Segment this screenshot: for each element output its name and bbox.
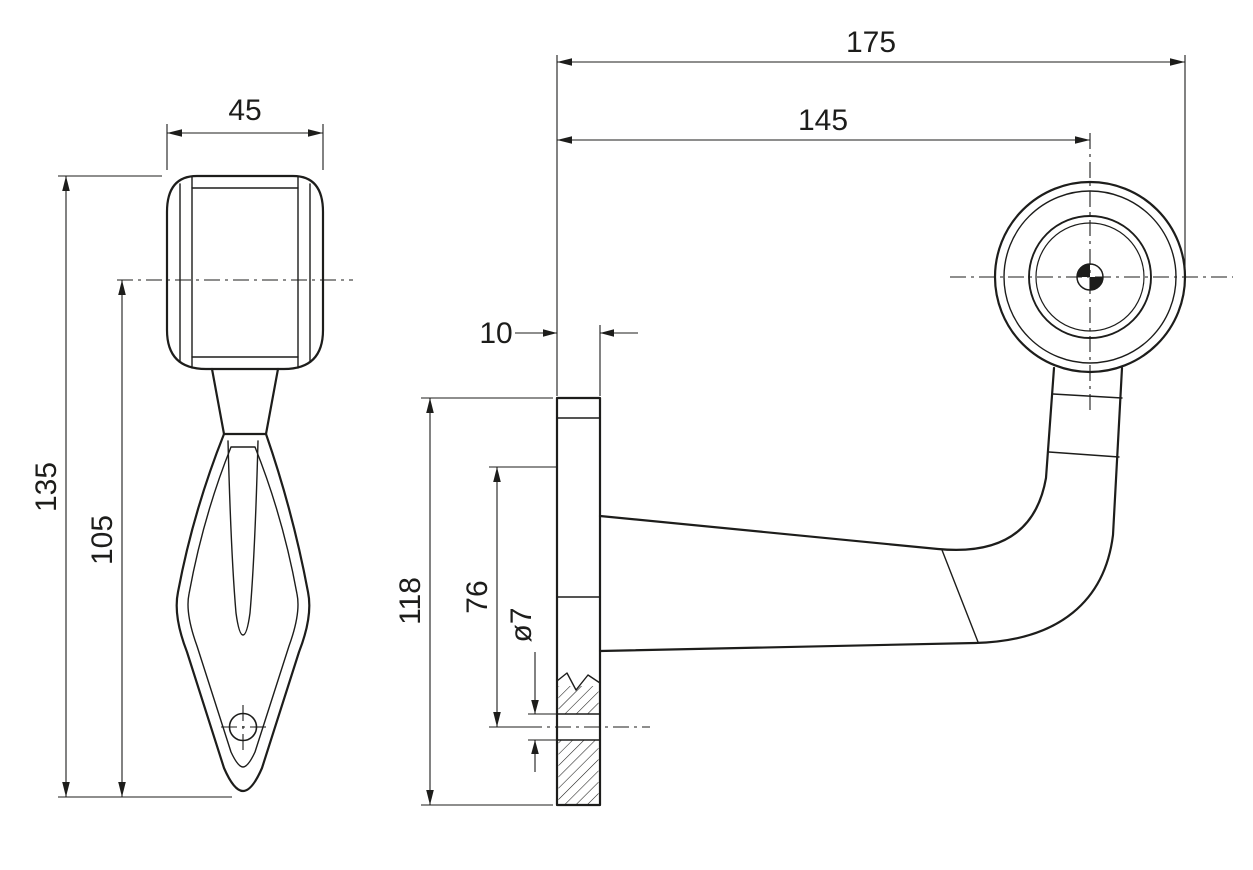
dimension-label-front-width: 45: [228, 94, 261, 127]
dimension-flange-thickness: 10: [479, 317, 638, 396]
dimension-hole-diameter: ø7: [505, 607, 557, 772]
arrowhead: [1075, 136, 1090, 144]
lamp-stalk-front: [210, 367, 280, 436]
dimension-front-width: 45: [166, 94, 324, 170]
dimension-flange-height: 118: [394, 397, 553, 806]
lamp-head-front: [165, 174, 325, 371]
mounting-flange-side: [526, 396, 650, 807]
dimension-label-front-overall-height: 135: [30, 462, 63, 512]
front-view: 45 135 105: [30, 94, 353, 798]
dimension-front-overall-height: 135: [30, 175, 232, 798]
lamp-head-side: [950, 133, 1233, 412]
dimension-side-overall-length: 175: [556, 26, 1186, 396]
bracket-arm-side: [598, 366, 1124, 653]
arrowhead: [118, 280, 126, 295]
arrowhead: [557, 58, 572, 66]
arrowhead: [600, 329, 614, 337]
arrowhead: [426, 790, 434, 805]
mounting-bracket-front: [175, 432, 311, 793]
dimension-label-hole-distance: 76: [461, 580, 494, 613]
arrowhead: [543, 329, 557, 337]
dimension-hole-distance: 76: [461, 466, 558, 728]
arrowhead: [557, 136, 572, 144]
arrowhead: [531, 740, 539, 754]
dimension-front-center-height: 105: [86, 280, 126, 797]
arrowhead: [118, 782, 126, 797]
section-hatching: [558, 686, 599, 714]
arrowhead: [426, 398, 434, 413]
dimension-label-flange-height: 118: [394, 577, 427, 625]
arrowhead: [308, 129, 323, 137]
dimension-label-hole-diameter: ø7: [505, 607, 538, 642]
arrowhead: [62, 782, 70, 797]
dimension-label-flange-thickness: 10: [479, 317, 512, 350]
dimension-label-front-center-height: 105: [86, 515, 119, 565]
dimension-side-center-length: 145: [557, 104, 1090, 144]
arrowhead: [167, 129, 182, 137]
dimension-label-side-overall-length: 175: [846, 26, 896, 59]
arrowhead: [493, 712, 501, 727]
arrowhead: [1170, 58, 1185, 66]
dimension-label-side-center-length: 145: [798, 104, 848, 137]
arrowhead: [62, 176, 70, 191]
arrowhead: [493, 467, 501, 482]
arrowhead: [531, 700, 539, 714]
side-view: 175 145 10 118: [394, 26, 1233, 807]
section-hatching: [558, 740, 599, 805]
